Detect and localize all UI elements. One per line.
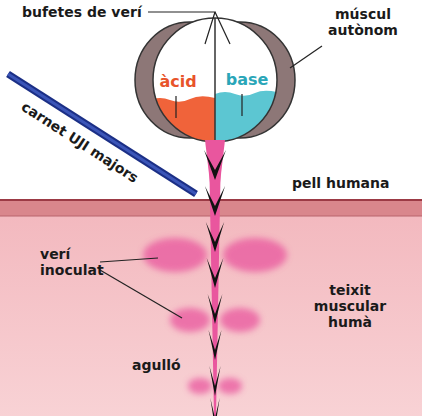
part-label: agulló [132,357,202,373]
stinger-barb [207,258,224,288]
venom-sac [153,18,277,142]
stinger-barb [204,150,226,180]
sac-outline [153,18,277,142]
part-label: bufetes de verí [22,4,152,20]
stinger-barb [209,330,222,360]
stinger-barb [210,398,219,416]
chamber-label: àcid [159,73,196,91]
sac-divider [214,18,216,142]
stinger-barb [205,186,225,216]
part-label: teixit muscular humà [300,282,400,330]
card-edge [8,74,196,194]
sac-chamber: base [226,71,269,89]
part-label: carnet UJI majors [19,98,142,186]
stinger [204,150,226,416]
card-edge [8,74,196,194]
chamber-label: base [226,71,269,89]
part-label: verí inoculat [40,246,110,278]
part-label: pell humana [292,175,412,191]
stinger-barb [206,222,224,252]
sac-chamber: àcid [159,73,196,91]
stinger-barb [208,294,223,324]
part-label: múscul autònom [318,6,408,38]
leader-line [100,12,322,318]
stinger-barb [209,366,220,396]
